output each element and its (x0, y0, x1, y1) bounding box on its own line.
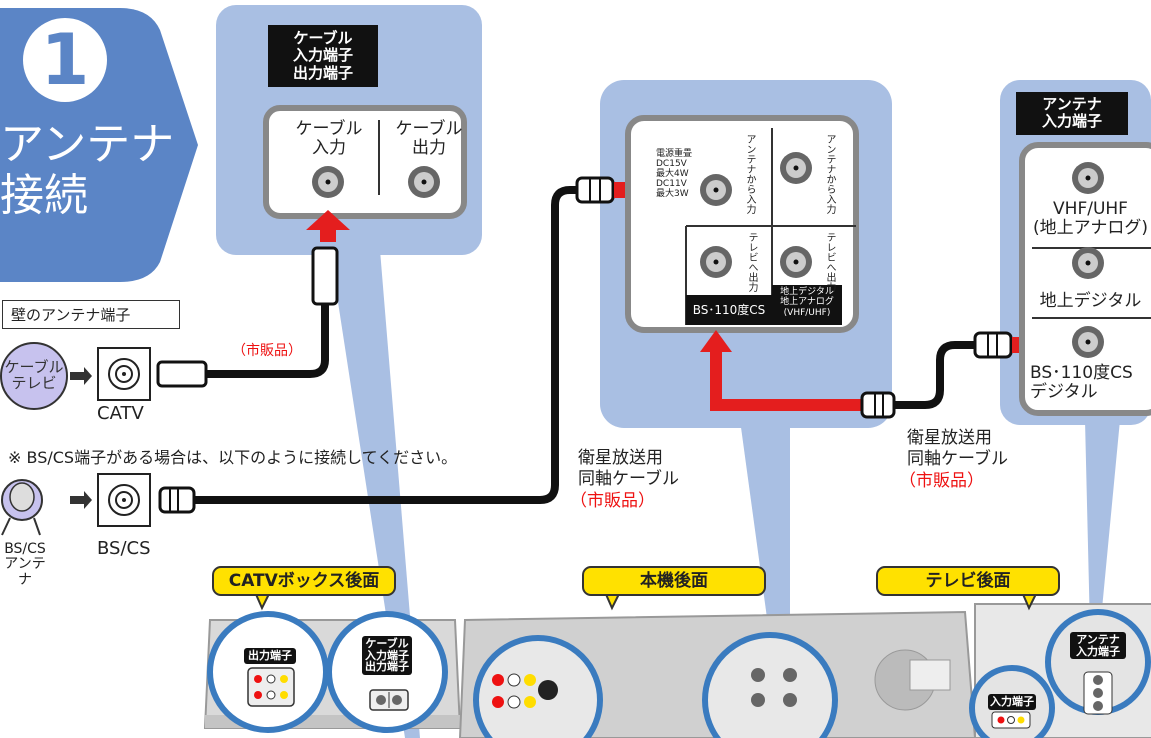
cable2-plug-right (973, 331, 1013, 359)
cable-tv-label: ケーブル テレビ (4, 358, 64, 392)
wall-title: 壁のアンテナ端子 (2, 300, 180, 329)
power-text: 電源重畳 DC15V 最大4W DC11V 最大3W (656, 149, 693, 199)
antenna-in-label-2: アンテナから入力 (824, 134, 835, 214)
cable-box-header: ケーブル 入力端子 出力端子 (268, 25, 378, 87)
recorder-terr-in-jack (780, 152, 812, 184)
recorder-rear-label: 本機後面 (582, 566, 766, 596)
step-number-circle (23, 18, 107, 102)
tv-bs-jack (1072, 326, 1104, 358)
zoom-input-label: 入力端子 (988, 694, 1036, 710)
red-elbow-arrow (710, 350, 865, 411)
bs-label: BS･110度CS (692, 303, 766, 317)
tv-bs-label: BS･110度CS デジタル (1030, 363, 1133, 402)
cable-label-2-line3: （市販品） (899, 470, 984, 491)
recorder-bs-out-jack (700, 246, 732, 278)
tv-callout-tail (1085, 420, 1120, 630)
terrestrial-label-plate (772, 285, 842, 325)
cable-tv-source (0, 342, 68, 410)
bscs-cable-plug-wall (158, 486, 196, 514)
tv-vhf-label: VHF/UHF (地上アナログ) (1033, 199, 1148, 238)
catv-box-rear-label: CATVボックス後面 (212, 566, 396, 596)
cable-label-2-line1: 衛星放送用 (907, 428, 992, 448)
tv-out-label-2: テレビへ出力 (824, 232, 835, 292)
note-text: ※ BS/CS端子がある場合は、以下のように接続してください。 (8, 448, 458, 467)
step-title: アンテナ 接続 (0, 119, 175, 221)
tv-out-label-1: テレビへ出力 (746, 232, 757, 292)
tv-antenna-header: アンテナ 入力端子 (1016, 92, 1128, 135)
tv-vhf-jack (1072, 162, 1104, 194)
antenna-in-label-1: アンテナから入力 (744, 134, 755, 214)
cable-label-1-line2: 同軸ケーブル (578, 469, 679, 490)
terrestrial-label: 地上デジタル 地上アナログ (VHF/UHF) (780, 287, 834, 318)
recorder-zoom-av (473, 635, 603, 738)
catv-label: CATV (97, 403, 144, 424)
bscs-antenna-label: BS/CS アンテナ (4, 541, 46, 588)
cable-label-2: 衛星放送用 同軸ケーブル （市販品） (899, 428, 1008, 492)
cable-label-1: 衛星放送用 同軸ケーブル （市販品） (570, 448, 679, 512)
recorder-bs-in-jack (700, 174, 732, 206)
cable-label-1-line3: （市販品） (570, 490, 655, 511)
satellite-cable-2 (880, 341, 985, 409)
cable-input-jack (312, 166, 344, 198)
bscs-label: BS/CS (97, 538, 151, 559)
zoom-output-label: 出力端子 (244, 648, 296, 664)
step-number: 1 (40, 19, 90, 101)
tv-digital-jack (1072, 247, 1104, 279)
tv-rear-label: テレビ後面 (876, 566, 1060, 596)
recorder-callout-tail (740, 420, 790, 640)
red-arrow-cable-in (306, 210, 350, 242)
cable-output-jack (408, 166, 440, 198)
cable-label-1-line1: 衛星放送用 (578, 448, 663, 468)
step-title-line2: 接続 (0, 169, 88, 221)
recorder-terr-out-jack (780, 246, 812, 278)
recorder-zoom-antenna (702, 632, 838, 738)
tv-digital-label: 地上デジタル (1039, 291, 1142, 311)
bscs-cable (190, 186, 585, 504)
bs-label-plate (686, 295, 772, 325)
retail-label-1: （市販品） (232, 343, 302, 359)
zoom-cable-label: ケーブル 入力端子 出力端子 (362, 636, 412, 675)
cable-label-2-line2: 同軸ケーブル (907, 449, 1008, 470)
step-title-line1: アンテナ (0, 119, 175, 170)
bscs-cable-plug-recorder (575, 176, 615, 204)
catv-cable-plug-top (311, 246, 339, 306)
cable-input-label: ケーブル 入力 (295, 119, 363, 158)
tv-terminal-plate (1019, 142, 1151, 416)
cable2-plug-left (860, 391, 896, 419)
cable-output-label: ケーブル 出力 (395, 119, 463, 158)
catv-cable-plug-wall (156, 360, 208, 388)
zoom-antenna-label: アンテナ 入力端子 (1070, 632, 1126, 660)
catv-cable (201, 296, 329, 378)
